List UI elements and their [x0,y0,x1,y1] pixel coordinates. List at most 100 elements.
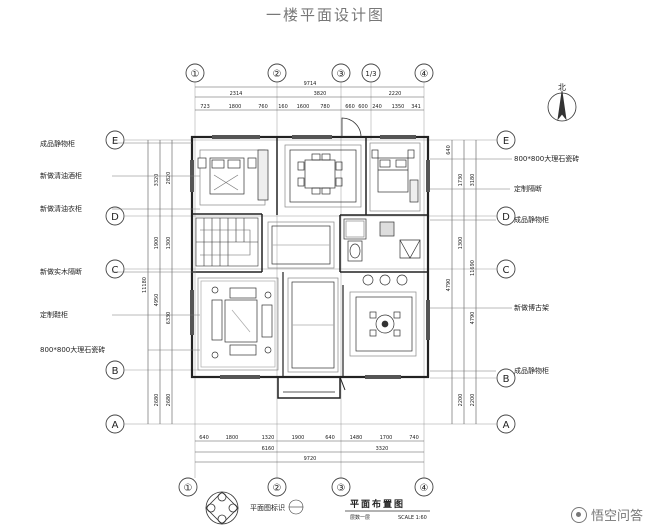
watermark: 悟空问答 [570,505,643,524]
grid-axis-top [185,63,434,83]
tea-room [349,274,417,357]
legend-ref [288,499,304,515]
dim-left-seg-3: 2680 [154,394,160,407]
dim-right-inner-2: 1300 [458,237,464,250]
label-right-3: 新做博古架 [514,303,549,312]
hallway [267,221,335,269]
label-left-2: 新做清油衣柜 [40,204,82,213]
label-right-1: 定制隔断 [514,184,542,193]
label-right-2: 成品静物柜 [514,215,549,224]
living-room [197,277,279,371]
label-right-0: 800*800大理石瓷砖 [514,154,579,163]
label-left-0: 成品静物柜 [40,139,75,148]
watermark-text: 悟空问答 [590,509,643,524]
grid-label-left-A: A [112,420,119,431]
dim-bot-row2-1: 3320 [376,446,389,452]
dim-right-seg-2: 2200 [470,394,476,407]
dim-left-seg-2: 4950 [154,294,160,307]
dim-top-row2-9: 1350 [392,104,405,110]
dim-right-inner-0: 640 [446,145,452,155]
dim-bot-row2-0: 6160 [262,446,275,452]
bedroom-left [197,149,269,206]
dim-top-seg3: 2220 [389,91,402,97]
dim-right-seg-1: 4790 [470,312,476,325]
label-left-1: 新做清油酒柜 [40,171,82,180]
grid-label-top-1-3: 1/3 [365,70,376,78]
watermark-logo-icon [570,506,587,523]
foyer [287,277,339,373]
dim-top-row2-7: 600 [358,104,368,110]
dim-right-outer: 11690 [470,260,476,276]
grid-label-bottom-1: ① [184,483,193,494]
north-label: 北 [558,83,566,92]
drawing-sub: 层数一层 [350,514,370,521]
door-top [341,117,362,138]
dim-bot-row1-6: 1700 [380,435,393,441]
dim-left-seg-1: 1900 [154,237,160,250]
dim-bot-row1-2: 1320 [262,435,275,441]
dim-top-row2-8: 240 [372,104,382,110]
dim-left-inner-0: 2820 [166,172,172,185]
grid-label-right-A: A [503,420,510,431]
dim-bot-row1-3: 1900 [292,435,305,441]
drawing-title: 平面布置图 [350,498,405,510]
dim-right-inner-1: 1730 [458,174,464,187]
grid-label-right-D: D [502,212,510,223]
dim-left-inner-2: 6330 [166,312,172,325]
dim-right-inner-4: 2200 [458,394,464,407]
dim-top-row2-10: 341 [411,104,421,110]
grid-label-bottom-4: ④ [420,483,429,494]
grid-label-left-C: C [112,265,119,276]
north-arrow [547,90,577,122]
grid-label-top-3: ③ [337,69,346,80]
legend-symbol [205,491,239,525]
label-left-3: 新做实木隔断 [40,267,82,276]
grid-label-right-E: E [503,136,509,147]
building-walls [190,135,430,399]
grid-label-right-C: C [503,265,510,276]
dim-top-row2-3: 160 [278,104,288,110]
staircase [195,217,259,267]
dim-top-seg1: 2314 [230,91,243,97]
dim-bot-row1-4: 640 [325,435,335,441]
bedroom-right [369,142,421,212]
dim-top-row2-0: 723 [200,104,210,110]
dim-left-inner-1: 1300 [166,237,172,250]
dim-top-row2-6: 660 [345,104,355,110]
dim-top-total: 9714 [304,81,317,87]
drawing-scale: SCALE 1:60 [398,515,427,521]
page-title: 一楼平面设计图 [265,6,385,24]
dim-left-inner-3: 2680 [166,394,172,407]
grid-label-left-B: B [112,366,119,377]
dim-top-row2-4: 1600 [297,104,310,110]
grid-label-bottom-3: ③ [337,483,346,494]
dim-bot-row1-0: 640 [199,435,209,441]
label-left-4: 定制鞋柜 [40,310,68,319]
grid-label-bottom-2: ② [273,483,282,494]
dim-bot-row1-5: 1480 [350,435,363,441]
dim-right-inner-3: 4790 [446,279,452,292]
dim-left-seg-0: 3320 [154,174,160,187]
dim-bot-row1-1: 1800 [226,435,239,441]
dim-right-seg-0: 3180 [470,174,476,187]
grid-label-top-4: ④ [420,69,429,80]
grid-label-top-2: ② [273,69,282,80]
bathroom [343,218,421,262]
grid-label-top-1: ① [191,69,200,80]
dim-top-row2-2: 760 [258,104,268,110]
legend-label: 平面图标识 [250,503,285,512]
grid-axis-bottom [178,477,434,497]
dim-top-seg2: 3820 [314,91,327,97]
dim-bot-row1-7: 740 [409,435,419,441]
label-right-4: 成品静物柜 [514,366,549,375]
label-left-5: 800*800大理石瓷砖 [40,345,105,354]
dim-top-row2-1: 1800 [229,104,242,110]
dim-left-outer: 11180 [142,277,148,293]
grid-label-right-B: B [503,374,510,385]
grid-label-left-E: E [112,136,118,147]
dim-bot-total: 9720 [304,456,317,462]
grid-label-left-D: D [111,212,119,223]
dim-top-row2-5: 780 [320,104,330,110]
dining-room [284,144,362,208]
